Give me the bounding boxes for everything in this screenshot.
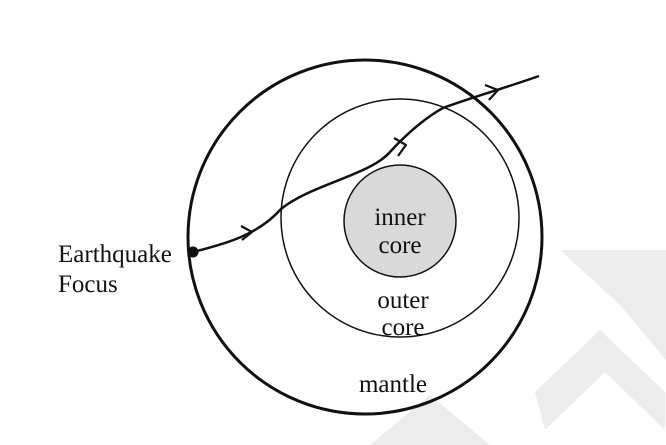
watermark-arrow-right — [560, 250, 666, 360]
outer-core-label-line1: outer — [377, 287, 429, 314]
earthquake-focus-label-line2: Focus — [58, 271, 118, 298]
outer-core-boundary — [280, 98, 520, 338]
watermark-arrow-left — [535, 330, 665, 430]
inner-core-label-line1: inner — [374, 204, 426, 231]
earthquake-focus-dot-icon — [187, 246, 199, 258]
watermark-icon — [370, 250, 666, 445]
direction-arrow-icon — [393, 137, 408, 157]
mantle-label: mantle — [359, 371, 427, 398]
earthquake-focus-label-line1: Earthquake — [58, 241, 172, 268]
seismic-wave-path — [192, 74, 540, 254]
inner-core — [343, 164, 457, 278]
earth-outer-boundary — [186, 58, 544, 416]
outer-core-label-line2: core — [381, 314, 424, 341]
direction-arrow-icon — [240, 225, 254, 241]
watermark-arrow-bottom — [370, 395, 490, 445]
direction-arrow-icon — [484, 83, 500, 101]
inner-core-label-line2: core — [378, 232, 421, 259]
